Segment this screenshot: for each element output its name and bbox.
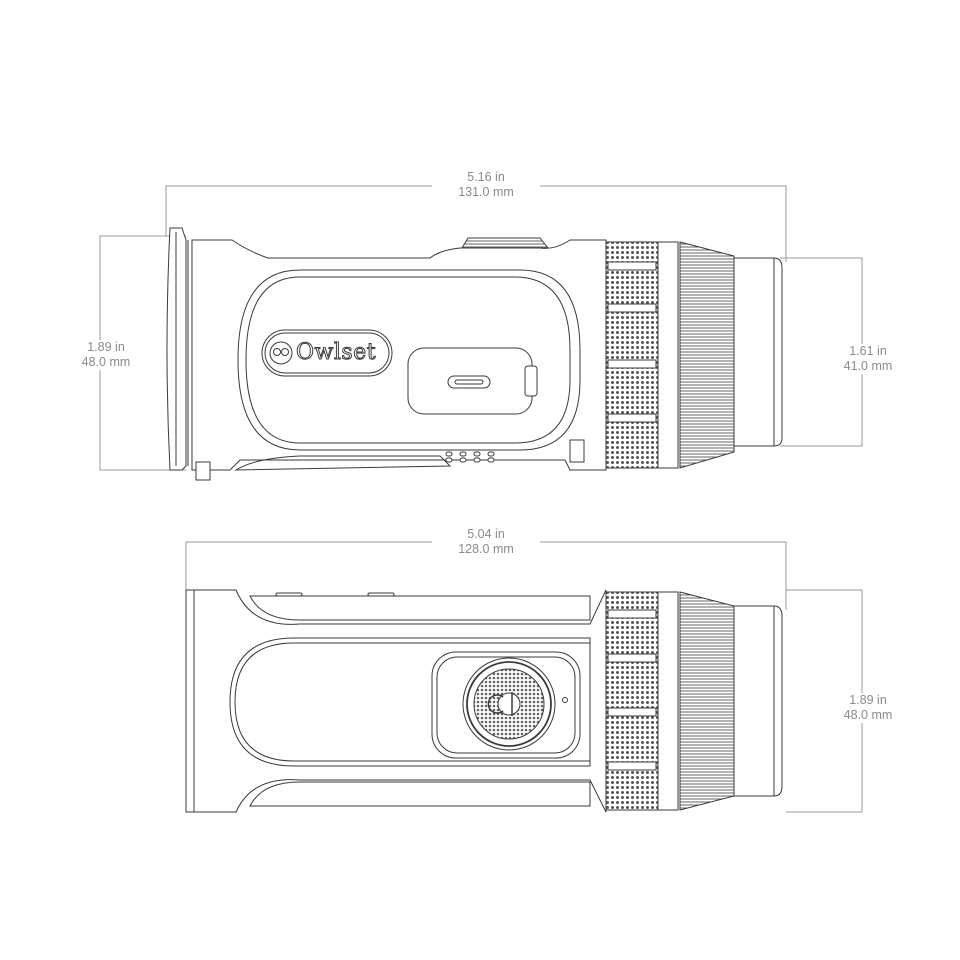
dim-body-height: 1.89 in 48.0 mm bbox=[66, 340, 146, 370]
dim-metric: 128.0 mm bbox=[458, 542, 514, 556]
dim-imperial: 1.89 in bbox=[87, 340, 125, 354]
brand-logo-text: Owlset bbox=[295, 340, 377, 366]
dim-eyepiece-height: 1.61 in 41.0 mm bbox=[828, 344, 908, 374]
dim-overall-length: 5.16 in 131.0 mm bbox=[432, 170, 540, 200]
dim-metric: 131.0 mm bbox=[458, 185, 514, 199]
dim-metric: 48.0 mm bbox=[81, 355, 131, 369]
dim-metric: 48.0 mm bbox=[843, 708, 893, 722]
dim-body-width: 1.89 in 48.0 mm bbox=[828, 693, 908, 723]
dim-imperial: 5.16 in bbox=[467, 170, 505, 184]
side-view bbox=[166, 227, 783, 481]
dim-imperial: 5.04 in bbox=[467, 527, 505, 541]
dim-imperial: 1.61 in bbox=[849, 344, 887, 358]
top-view bbox=[185, 589, 783, 813]
dim-imperial: 1.89 in bbox=[849, 693, 887, 707]
dim-body-length: 5.04 in 128.0 mm bbox=[432, 527, 540, 557]
dim-metric: 41.0 mm bbox=[843, 359, 893, 373]
